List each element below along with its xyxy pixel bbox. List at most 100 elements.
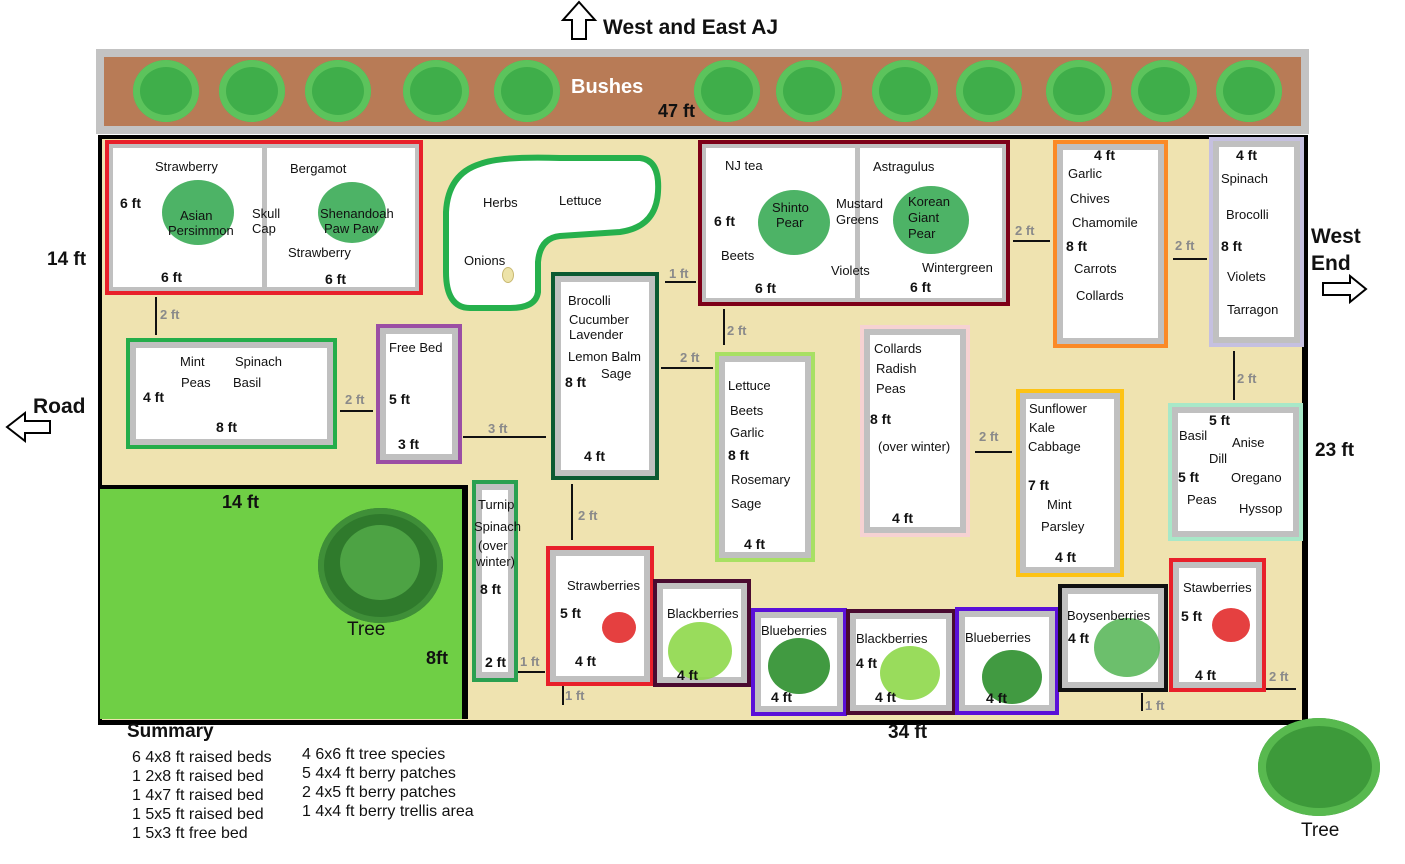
summary-item: 2 4x5 ft berry patches [302,784,456,801]
garden-bed [860,325,970,537]
summary-item: 1 4x7 ft raised bed [132,787,264,804]
plant-label: Hyssop [1239,501,1283,516]
bed-dimension: 6 ft [120,195,141,211]
bed-dimension: 5 ft [1178,469,1199,485]
plant-label: winter) [476,554,516,569]
bed-panel [482,490,508,672]
garden-bed [715,352,815,562]
spacing-label: 2 ft [1269,669,1289,684]
plant-label: Shenandoah [320,206,394,221]
summary-item: 4 6x6 ft tree species [302,746,446,763]
bed-dimension: 4 ft [856,655,877,671]
plant-label: Stawberries [1183,580,1252,595]
plant-label: Strawberries [567,578,640,593]
bed-dimension: 4 ft [771,689,792,705]
lettuce-label: Lettuce [559,193,602,208]
garden-bed [551,272,659,480]
bed-panel [561,282,649,470]
plant-label: Garlic [1068,166,1102,181]
bottom-dimension: 34 ft [888,722,928,743]
plant-label: Anise [1232,435,1265,450]
plant-label: Turnip [478,497,515,512]
onion-icon [502,267,514,283]
bush-icon [494,60,560,122]
spacing-line [1266,688,1296,690]
bed-dimension: 6 ft [910,279,931,295]
plant-label: Mint [180,354,205,369]
plant-label: Peas [876,381,906,396]
spacing-line [155,297,157,335]
plant-icon [982,650,1042,704]
page-title: West and East AJ [603,16,779,39]
plant-label: (over [478,538,508,553]
left-dimension: 14 ft [47,249,87,270]
road-label: Road [33,395,86,418]
bed-dimension: 8 ft [480,581,501,597]
plant-label: Carrots [1074,261,1117,276]
spacing-line [975,451,1012,453]
plant-label: Spinach [235,354,282,369]
spacing-label: 2 ft [160,307,180,322]
plant-label: Basil [1179,428,1208,443]
garden-bed [546,546,654,686]
bushes-label: Bushes [571,76,644,98]
bed-dimension: 5 ft [1181,608,1202,624]
plant-label: Peas [181,375,211,390]
spacing-label: 2 ft [680,350,700,365]
bed-dimension: 8 ft [1221,238,1242,254]
plant-label: Violets [1227,269,1266,284]
bush-icon [956,60,1022,122]
summary-item: 1 2x8 ft raised bed [132,768,264,785]
plant-icon [668,622,732,680]
bed-dimension: 4 ft [875,689,896,705]
plant-label: Shinto [772,200,809,215]
plant-label: Korean [908,194,950,209]
plant-label: Beets [730,403,764,418]
plant-label: Blueberries [965,630,1031,645]
plant-label: Violets [831,263,870,278]
garden-bed [1016,389,1124,577]
spacing-line [661,367,713,369]
spacing-label: 2 ft [727,323,747,338]
bed-dimension: 4 ft [677,667,698,683]
plant-label: Lemon Balm [568,349,641,364]
plant-label: Beets [721,248,755,263]
bush-icon [1046,60,1112,122]
spacing-line [571,484,573,540]
bed-panel [136,348,327,439]
spacing-label: 1 ft [669,266,689,281]
plant-label: Basil [233,375,262,390]
garden-bed [1209,137,1304,347]
plant-label: Strawberry [288,245,351,260]
plant-label: Pear [776,215,804,230]
spacing-label: 2 ft [345,392,365,407]
bush-icon [776,60,842,122]
bed-panel [725,362,805,552]
plant-label: Persimmon [168,223,234,238]
bed-dimension: 4 ft [1195,667,1216,683]
plant-label: Skull [252,206,281,221]
plant-icon [162,180,234,245]
bushes-strip [96,49,1309,134]
garden-bed [472,480,518,682]
bed-dimension: 8 ft [216,419,237,435]
onions-label: Onions [464,253,506,268]
west-end-label-1: West [1311,225,1361,248]
plant-label: Spinach [1221,171,1268,186]
plant-label: Greens [836,212,879,227]
plant-label: Cabbage [1028,439,1081,454]
plant-icon [1094,618,1160,677]
bed-panel [1063,150,1158,338]
bush-icon [694,60,760,122]
bush-icon [1216,60,1282,122]
bed-dimension: 4 ft [892,510,913,526]
plant-label: Sage [731,496,762,511]
plant-label: Blackberries [856,631,928,646]
plant-label: Mint [1047,497,1072,512]
bed-panel [1178,413,1293,531]
plant-label: Cucumber [569,312,629,327]
plant-icon [768,638,830,694]
bush-icon [403,60,469,122]
bushes-length: 47 ft [658,101,696,121]
plant-label: Sage [601,366,632,381]
